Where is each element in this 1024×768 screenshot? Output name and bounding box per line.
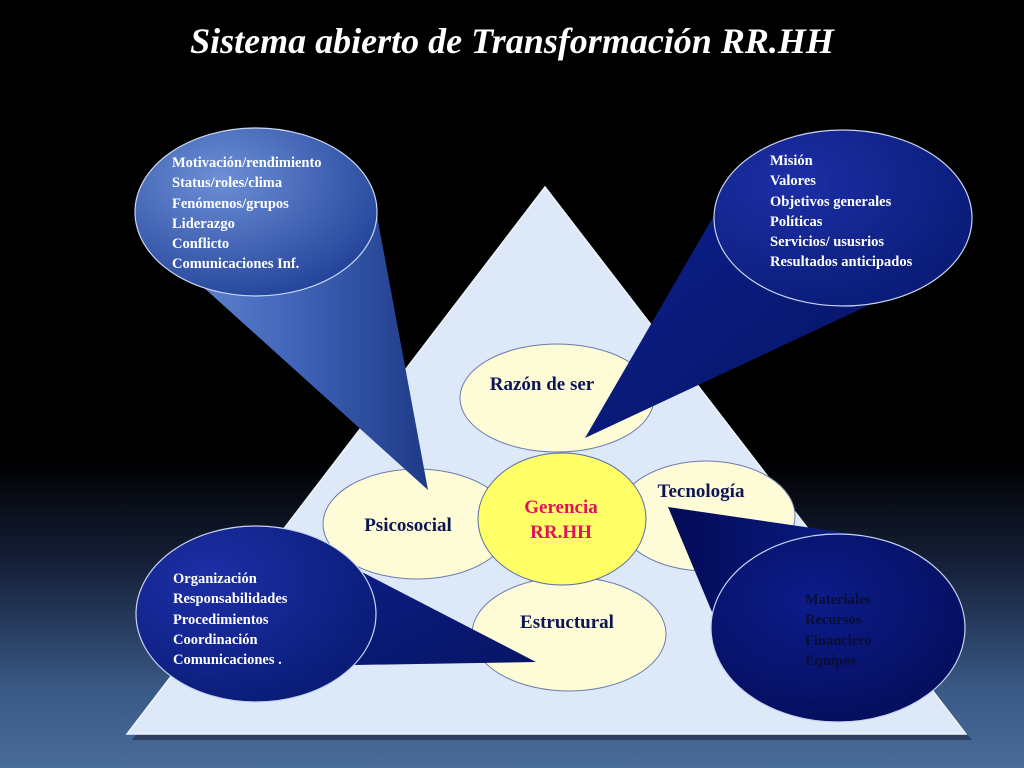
center-label: Gerencia RR.HH [500,495,622,545]
list-item: Políticas [770,213,823,230]
list-item: Objetivos generales [770,193,892,210]
list-item: Procedimientos [173,611,269,628]
list-item: Conflicto [172,236,230,253]
list-item: Fenómenos/grupos [172,195,289,212]
list-item: Comunicaciones . [173,652,282,669]
list-item: Misión [770,153,813,169]
list-item: Motivación/rendimiento [172,155,322,171]
callout-tecnologia-list: Materiales Recursos Financiero Equipos [805,590,872,671]
callout-estructural-bubble [135,525,377,703]
callout-tecnologia-bubble [710,533,966,723]
callout-estructural-list: Organización Responsabilidades Procedimi… [173,569,287,670]
node-estructural-ellipse [471,576,667,692]
list-item: Servicios/ ususrios [770,234,884,251]
center-label-line1: Gerencia [524,497,598,518]
node-estructural-label: Estructural [520,612,614,633]
list-item: Liderazgo [172,215,235,232]
node-center-ellipse [477,452,647,586]
callout-razon-bubble [713,129,973,307]
list-item: Responsabilidades [173,591,288,608]
list-item: Resultados anticipados [770,254,913,271]
list-item: Valores [770,173,816,190]
page-title: Sistema abierto de Transformación RR.HH [190,21,834,61]
list-item: Equipos [805,652,856,669]
list-item: Financiero [805,632,872,649]
list-item: Comunicaciones Inf. [172,256,300,273]
callout-psicosocial-list: Motivación/rendimiento Status/roles/clim… [172,153,322,275]
callout-razon-list: Misión Valores Objetivos generales Polít… [770,151,912,273]
list-item: Organización [173,571,257,587]
center-label-line2: RR.HH [530,522,592,543]
list-item: Materiales [805,592,872,608]
callout-psicosocial-bubble [134,127,378,297]
list-item: Status/roles/clima [172,175,283,192]
list-item: Recursos [805,612,862,629]
node-tecnologia-label: Tecnología [657,481,745,502]
node-psicosocial-label: Psicosocial [364,515,452,536]
node-razon-label: Razón de ser [489,374,595,395]
list-item: Coordinación [173,631,258,648]
